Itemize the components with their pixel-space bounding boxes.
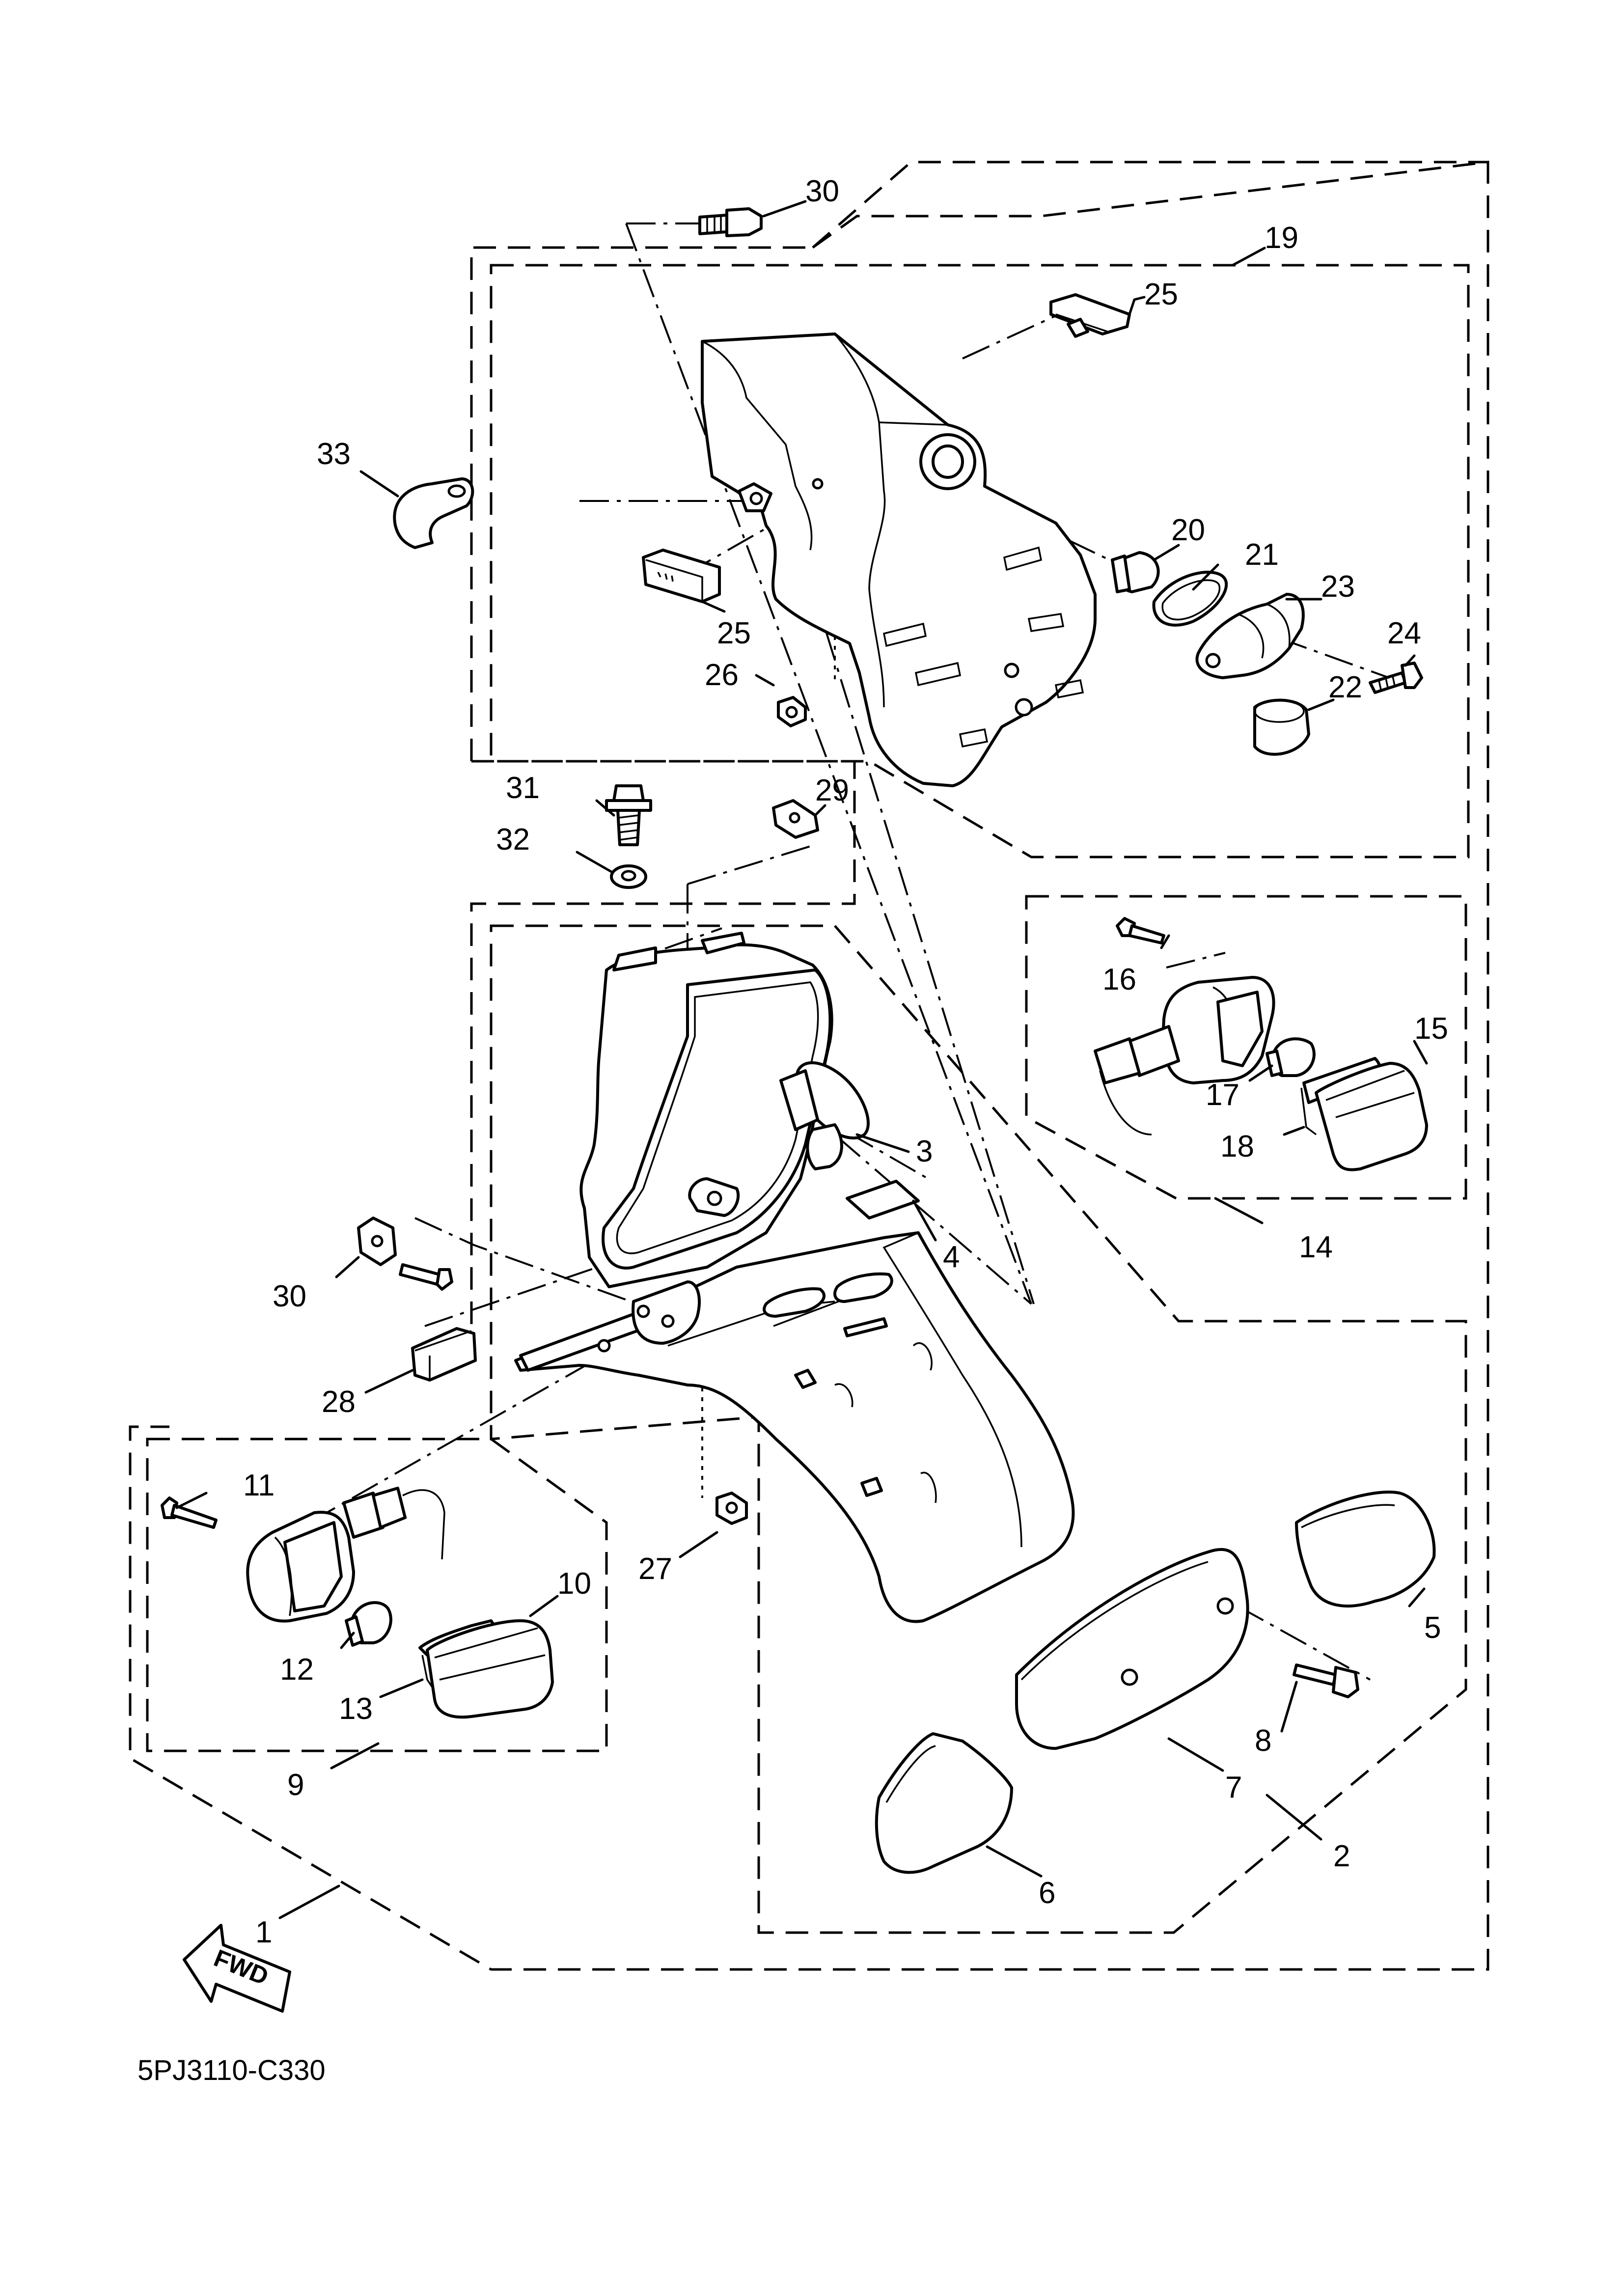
callout-7: 7 [1225,1771,1242,1804]
callout-26: 26 [705,658,739,692]
group-upper-frame [470,246,805,761]
group-9-outline [146,1438,608,1752]
callout-24: 24 [1387,616,1421,650]
lens-10 [426,1619,554,1719]
callout-32: 32 [496,823,530,857]
turn-signal-body-left [246,1487,445,1623]
grommet-25-upper [1049,293,1131,338]
screw-24 [1369,662,1423,694]
reflector-5 [1295,1491,1436,1607]
callout-22: 22 [1328,670,1362,704]
tail-light-housing [579,932,833,1288]
nut-27 [716,1492,748,1525]
callout-33: 33 [317,437,351,471]
callout-leaders [175,200,1428,1919]
callout-21: 21 [1245,538,1279,572]
callout-19: 19 [1265,221,1298,255]
callout-16: 16 [1102,963,1136,997]
callout-17: 17 [1206,1078,1239,1112]
callout-4: 4 [943,1240,960,1274]
callout-1: 1 [255,1915,272,1949]
rear-bracket-housing [701,332,1097,787]
callout-15: 15 [1414,1012,1448,1046]
callout-18: 18 [1220,1130,1254,1163]
cap-22 [1253,698,1310,756]
bolt-29 [698,207,763,237]
screw-11 [161,1496,218,1529]
bulb-12 [345,1601,392,1647]
lens-15 [1315,1062,1428,1171]
rear-fender-2 [514,1231,1075,1623]
clip-30-lower [357,1217,397,1266]
callout-28: 28 [322,1385,356,1419]
callout-25-upper: 25 [1144,277,1178,311]
nut-26 [777,696,807,727]
bulb-3 [779,1061,870,1170]
callout-2: 2 [1333,1839,1350,1873]
callout-10: 10 [557,1567,591,1601]
callout-25-left: 25 [717,616,751,650]
bulb-17 [1266,1037,1316,1077]
group-19-outline [490,264,1470,859]
clip-30-upper [772,799,819,839]
turn-signal-body-right [1094,976,1275,1136]
callout-14: 14 [1299,1230,1333,1264]
group-30-31-32-outline [470,760,856,1370]
bolt-31 [605,784,652,846]
screw-8 [1293,1663,1359,1698]
callout-27: 27 [638,1552,672,1586]
grommet-28 [411,1327,477,1382]
label-4 [846,1180,920,1219]
clip-33 [393,477,474,549]
group-14-outline [1025,895,1467,1200]
callout-12: 12 [280,1653,314,1687]
reflector-6 [875,1732,1013,1874]
callout-20: 20 [1171,513,1205,547]
callout-5: 5 [1424,1611,1441,1645]
callout-30-upper: 29 [815,774,849,807]
callout-3: 3 [916,1135,933,1168]
group-2-outline [490,924,1467,1934]
group-boundaries [129,161,1489,1971]
callout-6: 6 [1039,1876,1055,1910]
callout-labels: 30 19 25 33 25 26 20 21 23 24 22 31 29 3… [243,174,1448,1949]
cover-7 [1015,1548,1249,1750]
grommet-25-left [642,549,721,603]
bulb-20 [1111,551,1160,593]
callout-9: 9 [287,1768,304,1802]
fwd-arrow-icon: FWD [183,1924,291,2013]
lens-housing-23 [1195,593,1305,679]
group-29-outline [812,161,1488,249]
gasket-21 [1152,571,1228,627]
callout-30-lower: 30 [273,1279,306,1313]
washer-32 [610,864,647,889]
callout-11: 11 [243,1468,275,1502]
callout-23: 23 [1321,570,1355,604]
diagram-code: 5PJ3110-C330 [138,2054,326,2086]
callout-8: 8 [1255,1724,1271,1758]
screw-16 [1116,917,1165,944]
callout-29: 30 [805,174,839,208]
group-1-outline [129,161,1489,1971]
callout-13: 13 [339,1692,373,1726]
screw-30-lower [399,1263,453,1291]
callout-31: 31 [506,771,540,805]
